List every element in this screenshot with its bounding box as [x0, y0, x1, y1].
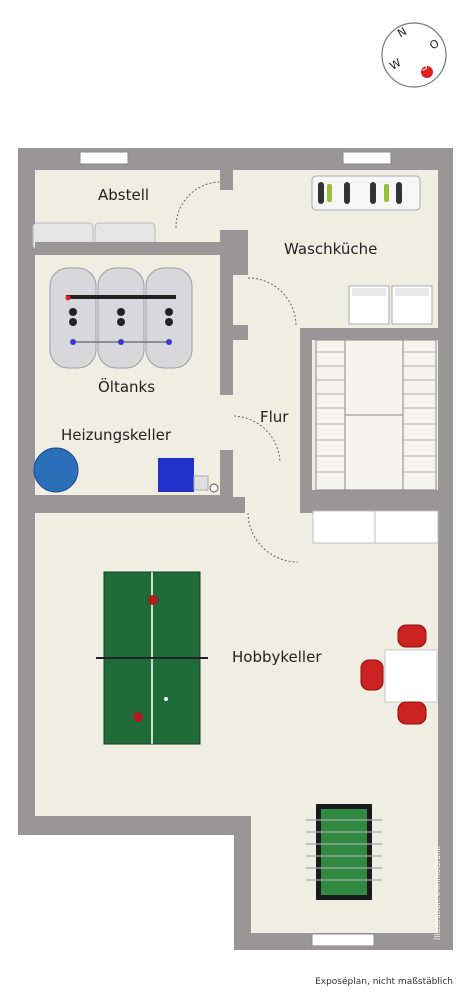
foosball-table [306, 804, 382, 900]
oil-tanks [49, 267, 193, 369]
window-bottom [311, 933, 375, 947]
floor-flur [233, 330, 300, 500]
window-top-left [79, 151, 129, 165]
room-label-abstell: Abstell [98, 186, 150, 204]
room-label-hobbykeller: Hobbykeller [232, 648, 322, 666]
floor-door-abstell [218, 190, 235, 230]
compass-icon [381, 22, 447, 88]
windows [79, 151, 392, 947]
table-chairs [360, 624, 438, 725]
heater [158, 458, 194, 492]
illustration-credit: Illustration:©immoGrafik [433, 846, 442, 940]
window-top-right [342, 151, 392, 165]
floor-door-wasch [218, 395, 235, 450]
shoe-rack [311, 175, 421, 211]
staircase [315, 339, 437, 491]
door-swings [175, 181, 299, 563]
floor-door-oel [232, 275, 249, 325]
cabinet [312, 510, 439, 544]
washing-machines [348, 285, 433, 325]
floor-flur-door [245, 495, 300, 515]
room-label-oeltanks: Öltanks [98, 378, 156, 396]
ping-pong-table [96, 571, 208, 745]
room-label-flur: Flur [260, 408, 289, 426]
plan-caption: Exposéplan, nicht maßstäblich [315, 977, 453, 987]
room-label-heizungskeller: Heizungskeller [61, 426, 172, 444]
interior-walls [35, 170, 438, 513]
heater-connector [193, 475, 209, 491]
water-tank [33, 447, 79, 493]
room-label-waschkueche: Waschküche [284, 240, 378, 258]
